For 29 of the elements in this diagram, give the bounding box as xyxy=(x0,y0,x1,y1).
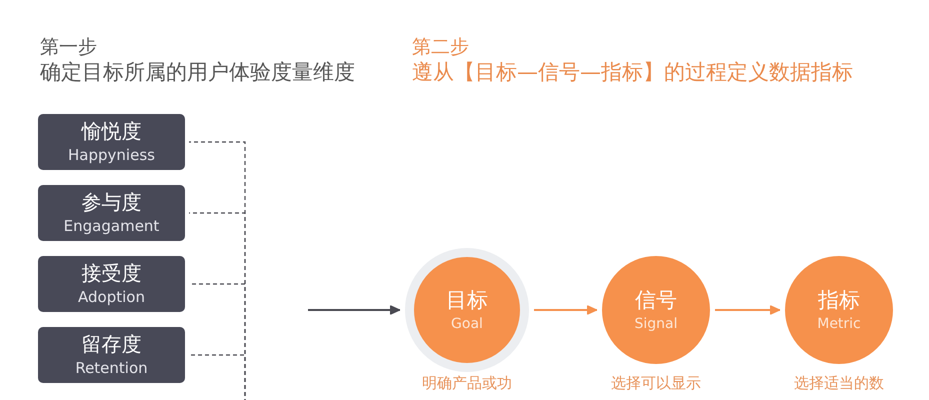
circle-subtitle: Signal xyxy=(634,316,678,332)
box-subtitle: Retention xyxy=(75,360,148,378)
box-subtitle: Happyniess xyxy=(68,146,155,164)
circle-subtitle: Metric xyxy=(817,316,861,332)
circle-title: 信号 xyxy=(635,288,677,312)
step-heading: 遵从【目标—信号—指标】的过程定义数据指标 xyxy=(412,60,853,86)
arrow xyxy=(534,305,598,315)
arrow xyxy=(308,305,400,315)
circle-caption: 选择可以显示 xyxy=(611,374,701,392)
dimension-box xyxy=(38,185,185,241)
dimension-box xyxy=(38,256,185,312)
circle-subtitle: Goal xyxy=(451,316,483,332)
box-title: 留存度 xyxy=(82,332,142,356)
box-subtitle: Engagament xyxy=(64,218,160,236)
arrow xyxy=(715,305,780,315)
circle-caption: 选择适当的数 xyxy=(794,374,884,392)
circle-caption: 明确产品或功 xyxy=(422,374,512,392)
step-heading: 确定目标所属的用户体验度量维度 xyxy=(40,60,355,86)
circle-title: 目标 xyxy=(446,288,488,312)
circle-title: 指标 xyxy=(818,288,860,312)
dashed-connector xyxy=(189,354,246,400)
box-title: 参与度 xyxy=(82,190,142,214)
step-label: 第一步 xyxy=(40,36,97,59)
box-title: 愉悦度 xyxy=(82,120,142,143)
box-subtitle: Adoption xyxy=(78,288,145,306)
dimension-box xyxy=(38,327,185,383)
dimension-box xyxy=(38,114,185,170)
step-label: 第二步 xyxy=(412,36,469,59)
box-title: 接受度 xyxy=(82,262,142,285)
